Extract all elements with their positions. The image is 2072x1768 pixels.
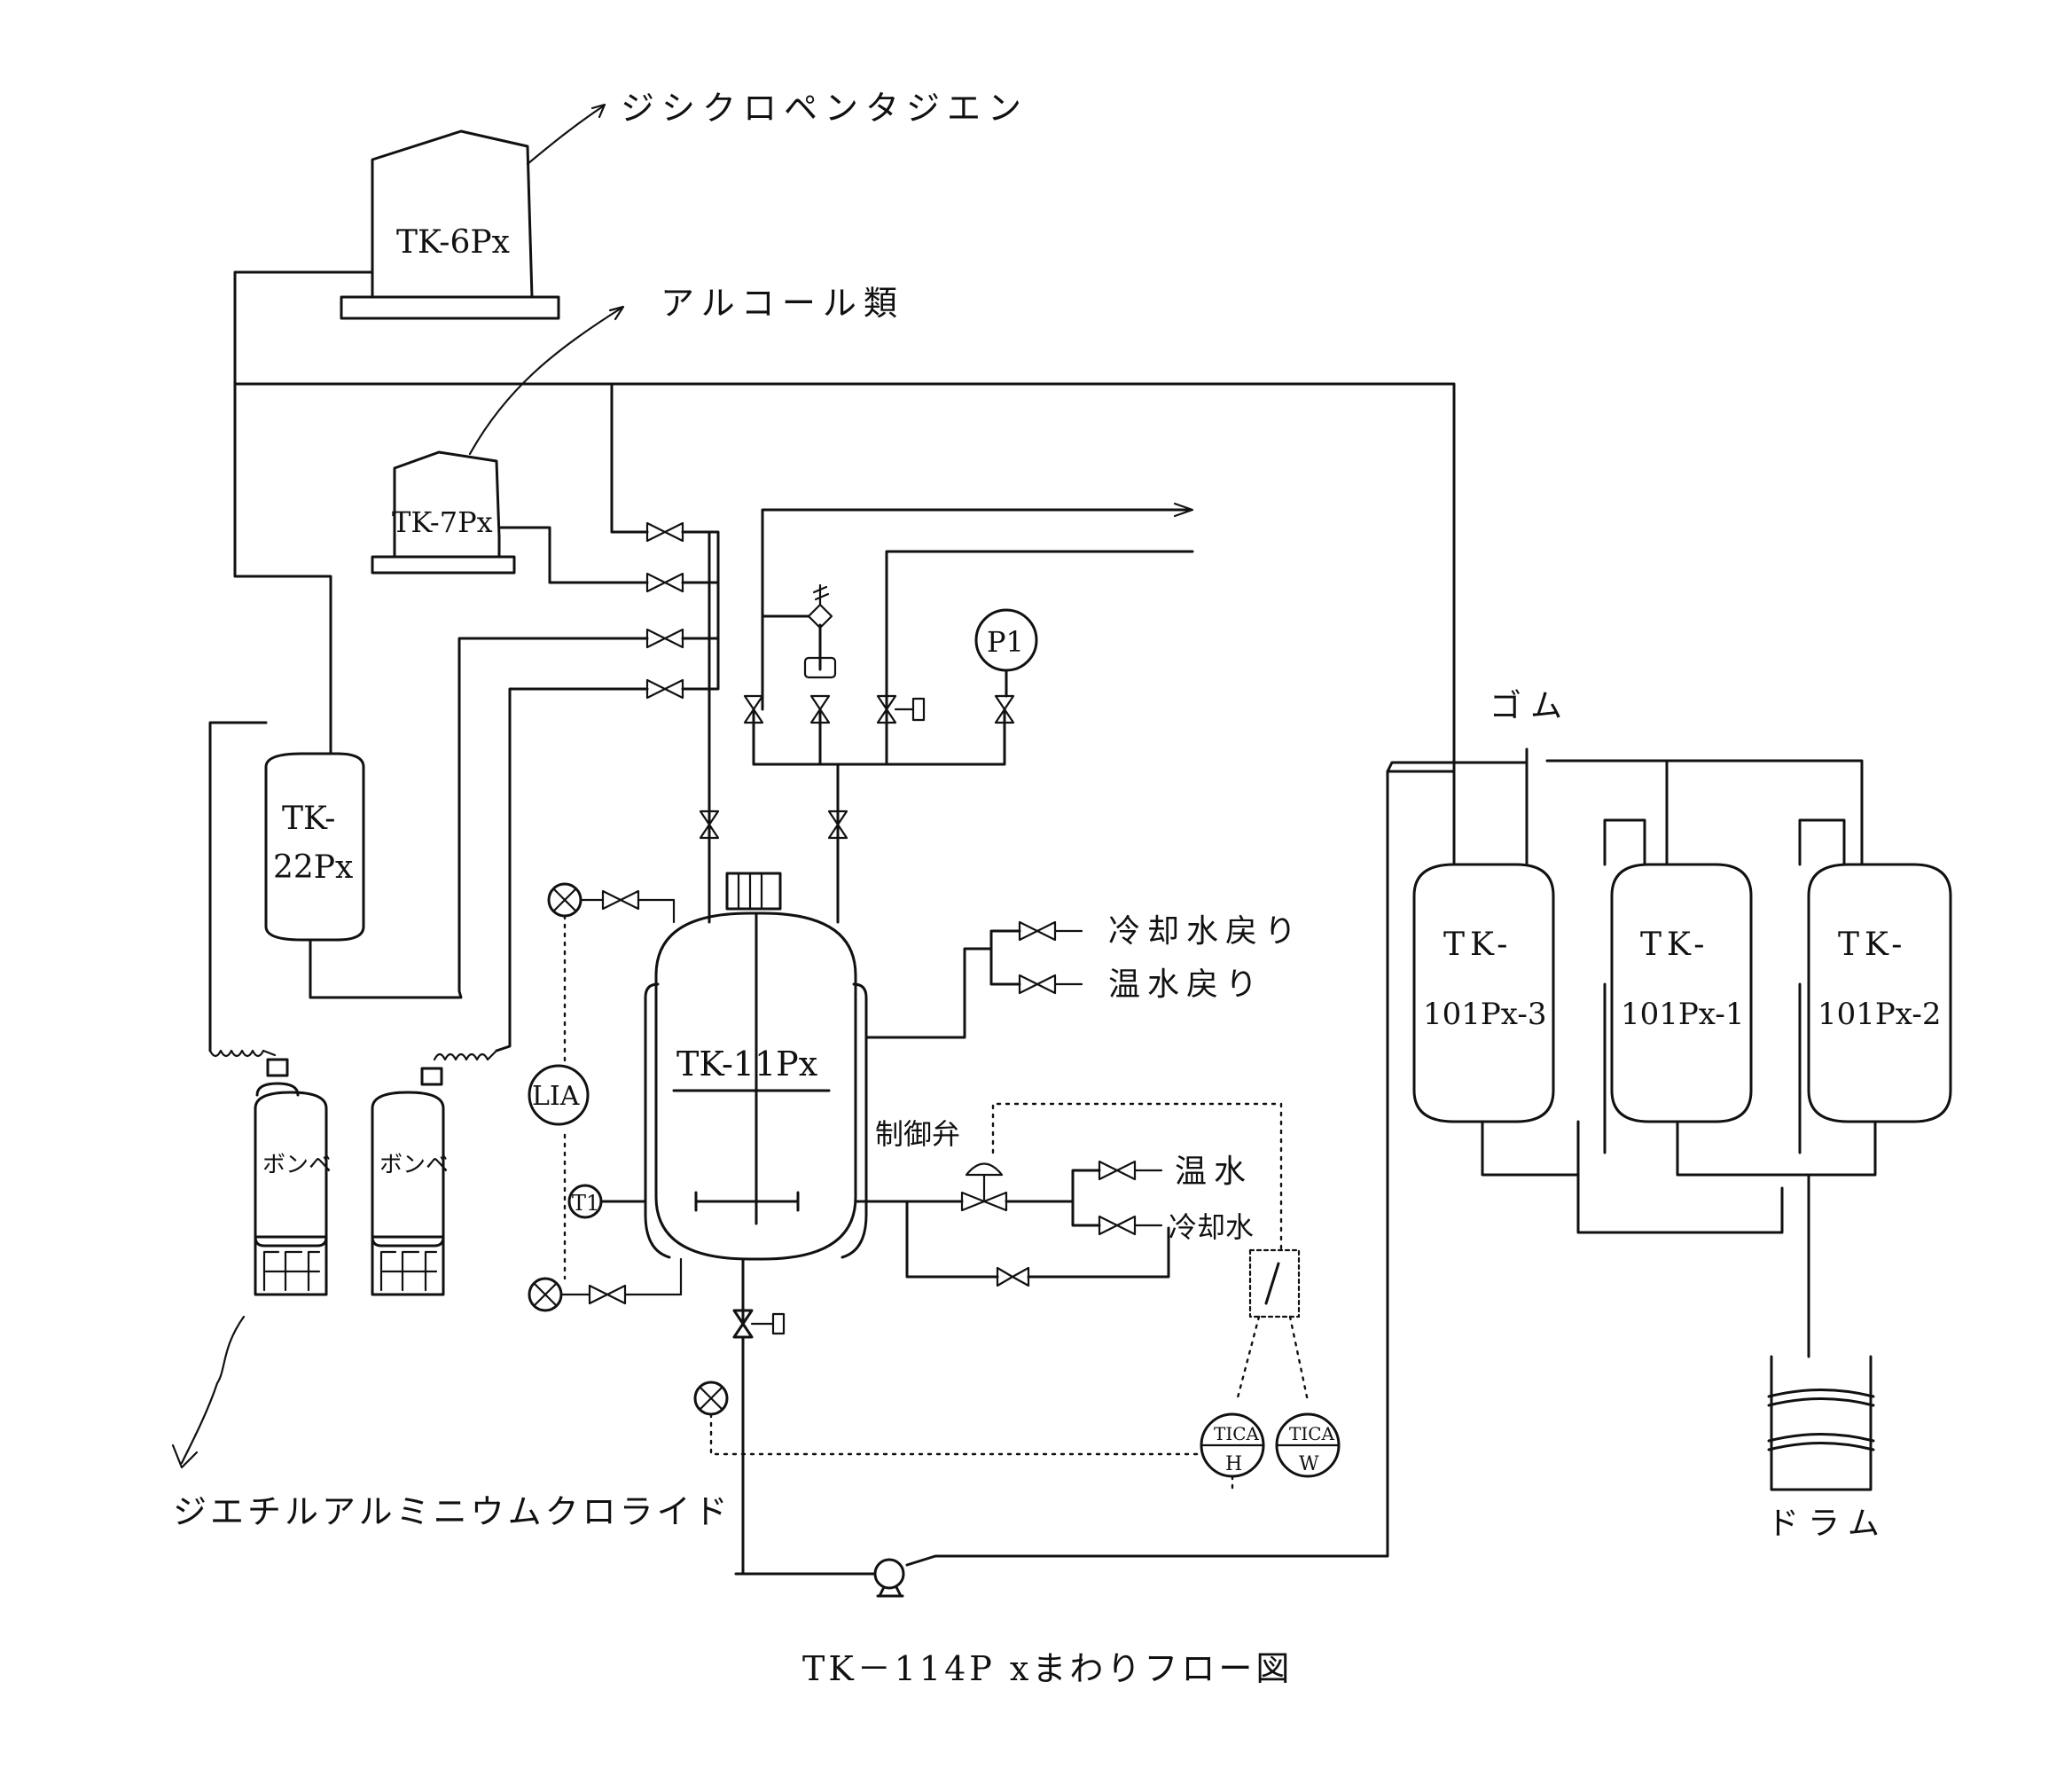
arrowhead-icon xyxy=(1173,502,1194,518)
valve-actuator-icon xyxy=(750,1312,786,1335)
arrowhead-icon xyxy=(590,103,606,119)
return-valves xyxy=(1018,920,1083,995)
manifold-valves xyxy=(645,521,684,700)
pipe-manifold xyxy=(681,530,720,691)
instrument-t1-label: T1 xyxy=(572,1191,599,1216)
tank-tk22-label-2: 22Px xyxy=(273,849,353,886)
label-cooling-water-return: 冷却水戻り xyxy=(1108,913,1303,950)
instrument-lia-label: LIA xyxy=(532,1081,580,1112)
leader-alcohols xyxy=(468,307,622,456)
diagram-caption: TK－114P xまわりフロー図 xyxy=(802,1649,1293,1688)
instrument-p1-label: P1 xyxy=(987,625,1024,659)
reactor-tk11 xyxy=(644,872,868,1261)
leader-dicyclopentadiene xyxy=(526,105,605,166)
pipe-tk6-header xyxy=(233,270,374,386)
tank-tk7 xyxy=(371,450,516,575)
tank-tk101-1-label-1: TK- xyxy=(1640,927,1709,963)
feed-valve-right xyxy=(827,810,848,840)
cylinder-1-label: ボンベ xyxy=(262,1152,332,1178)
feed-valve-left xyxy=(699,810,720,840)
bottom-drain-valve xyxy=(693,1381,1199,1456)
label-dicyclopentadiene: ジシクロペンタジエン xyxy=(621,89,1028,128)
pipe-tk22-left xyxy=(208,721,268,1052)
pipe-main-header xyxy=(233,382,1456,773)
pipe-recirculation xyxy=(734,770,1456,1576)
pipe-top-line-2 xyxy=(885,550,1194,711)
level-loop xyxy=(528,882,683,1312)
pipe-rubber-header xyxy=(1386,747,1864,866)
pipe-rubber-outlet xyxy=(1481,1120,1877,1358)
pipe-manifold-drops xyxy=(752,708,888,766)
label-hot-water: 温水 xyxy=(1175,1154,1253,1190)
tank-tk101-1 xyxy=(1610,863,1753,1123)
tank-tk101-3-label-2: 101Px-3 xyxy=(1423,997,1546,1032)
tank-tk101-2-label-2: 101Px-2 xyxy=(1818,997,1941,1032)
tank-tk101-3-label-1: TK- xyxy=(1443,927,1513,963)
pipe-rubber-loops xyxy=(1603,818,1846,1154)
pipe-cyl2-valve4 xyxy=(495,687,649,1052)
label-alcohols: アルコール類 xyxy=(661,284,904,323)
reactor-tk11-label: TK-11Px xyxy=(676,1044,817,1083)
arrowhead-icon xyxy=(171,1443,199,1469)
label-control-valve: 制御弁 xyxy=(875,1117,960,1151)
tica-controllers xyxy=(1200,1412,1341,1491)
pipe-jacket-supply xyxy=(854,1200,1170,1279)
pipe-control-valve xyxy=(905,1169,1101,1227)
tank-tk7-label: TK-7Px xyxy=(392,505,493,539)
tank-tk101-1-label-2: 101Px-1 xyxy=(1621,997,1744,1032)
signal-control-valve xyxy=(991,1102,1283,1252)
pipe-instrument-manifold xyxy=(752,708,1006,766)
label-hot-water-return: 温水戻り xyxy=(1108,966,1264,1003)
leader-diethylaluminium-chloride xyxy=(180,1315,246,1465)
pipe-tk7-valve2 xyxy=(497,526,649,584)
label-diethylaluminium-chloride: ジエチルアルミニウムクロライド xyxy=(173,1492,731,1531)
tank-tk6 xyxy=(340,129,560,320)
label-rubber: ゴム xyxy=(1489,688,1571,724)
cylinder-2-label: ボンベ xyxy=(379,1152,449,1178)
instrument-tica-w-top: TICA xyxy=(1289,1423,1335,1444)
selector-switch xyxy=(1235,1248,1310,1403)
supply-valves xyxy=(996,1160,1163,1287)
tank-tk22-label-1: TK- xyxy=(282,801,335,837)
pipe-cyl1-valve3 xyxy=(457,637,649,999)
pipe-top-line-1 xyxy=(761,508,1190,711)
drum-icon xyxy=(1767,1355,1875,1491)
label-cooling-water: 冷却水 xyxy=(1169,1210,1254,1244)
label-drum: ドラム xyxy=(1767,1506,1888,1542)
coil-hose-2 xyxy=(433,1049,498,1061)
instrument-valves xyxy=(743,694,1015,724)
tank-tk101-2-label-1: TK- xyxy=(1838,927,1907,963)
cylinder-1 xyxy=(254,1058,328,1296)
control-valve xyxy=(960,1162,1008,1212)
tank-tk101-3 xyxy=(1412,863,1555,1123)
pipe-jacket-return xyxy=(864,929,1021,1039)
pipe-bottom-outlet xyxy=(732,1257,754,1576)
pipe-header-tk22 xyxy=(233,382,332,755)
arrowhead-icon xyxy=(608,305,625,321)
instrument-tica-w-bottom: W xyxy=(1299,1453,1319,1475)
tank-tk6-label: TK-6Px xyxy=(396,224,510,261)
tank-tk22 xyxy=(264,752,365,942)
cylinder-2 xyxy=(371,1067,445,1296)
tank-tk101-2 xyxy=(1807,863,1952,1123)
pipe-relief xyxy=(761,614,822,671)
instrument-tica-h-top: TICA xyxy=(1214,1423,1260,1444)
pipe-tk22-bottom xyxy=(309,938,461,999)
coil-hose-1 xyxy=(208,1049,277,1058)
pressure-indicator-p1 xyxy=(974,608,1038,698)
pipe-header-valve1 xyxy=(610,382,649,534)
instrument-tica-h-bottom: H xyxy=(1225,1453,1242,1475)
pump-icon xyxy=(873,1558,905,1598)
relief-valve xyxy=(803,583,837,679)
